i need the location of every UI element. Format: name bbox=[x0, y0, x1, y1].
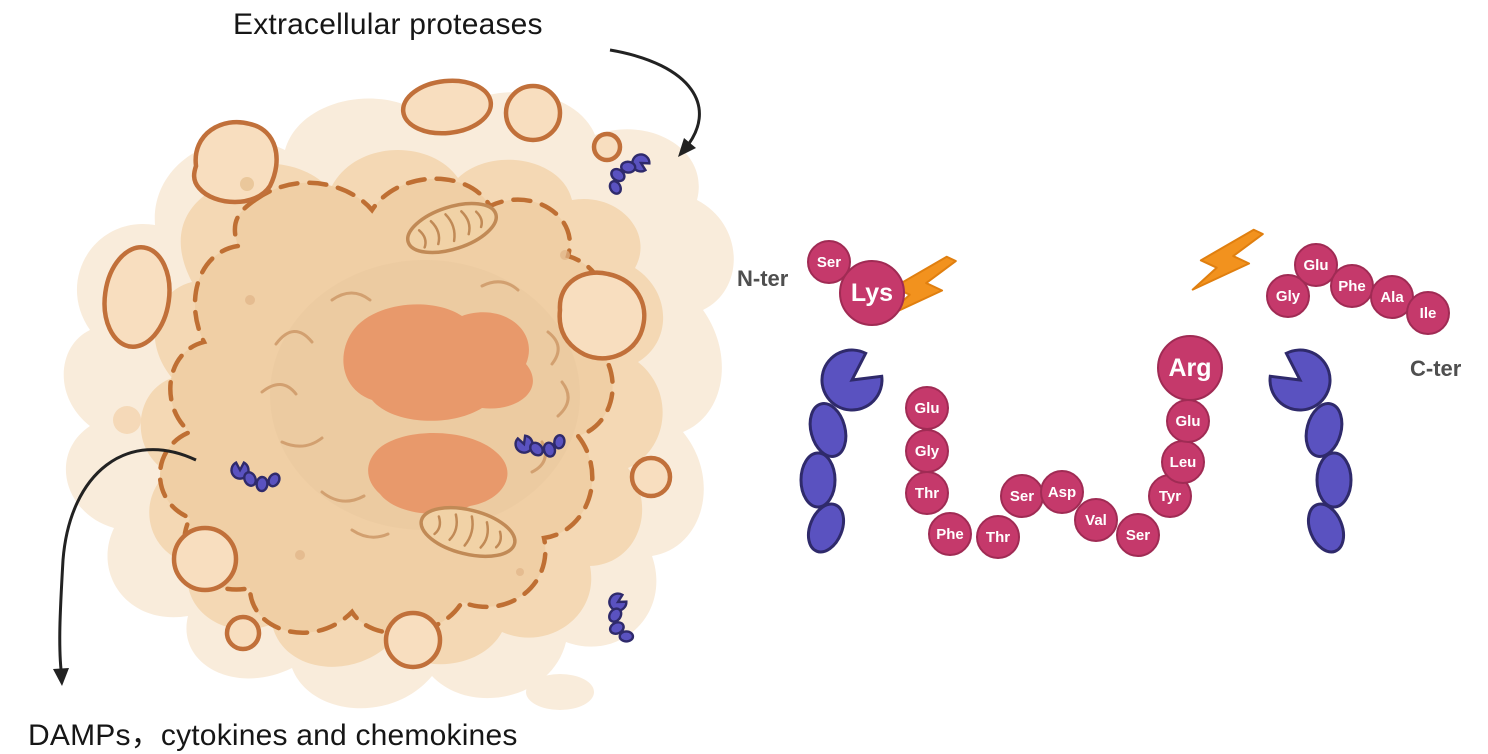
residue-circle: Ser bbox=[807, 240, 851, 284]
mitochondrion bbox=[406, 201, 498, 255]
residue-circle: Ser bbox=[1116, 513, 1160, 557]
cytoplasm-dots bbox=[245, 250, 570, 576]
residue-circle: Phe bbox=[1330, 264, 1374, 308]
protease-icon bbox=[799, 348, 884, 554]
vesicle bbox=[383, 610, 443, 670]
residue-circle: Glu bbox=[1166, 399, 1210, 443]
residue-circle: Thr bbox=[976, 515, 1020, 559]
vesicle bbox=[503, 83, 563, 143]
residue-circle: Ser bbox=[1000, 474, 1044, 518]
extracellular-proteases-label: Extracellular proteases bbox=[233, 8, 543, 41]
residue-circle: Gly bbox=[905, 429, 949, 473]
lightning-bolt-icon bbox=[1191, 228, 1264, 291]
vesicle bbox=[629, 455, 673, 499]
arrow-to-proteases bbox=[609, 48, 701, 157]
vesicle bbox=[557, 270, 647, 361]
residue-circle-cleavage: Lys bbox=[839, 260, 905, 326]
nucleus bbox=[343, 304, 533, 514]
vesicle-dot bbox=[240, 177, 254, 191]
pacman-protease-icon bbox=[1268, 348, 1332, 412]
residue-circle: Glu bbox=[905, 386, 949, 430]
mitochondrion bbox=[419, 505, 517, 559]
n-terminus-label: N-ter bbox=[737, 266, 789, 291]
vesicle bbox=[400, 78, 494, 136]
vesicle bbox=[191, 119, 279, 205]
damps-label: DAMPs，cytokines and chemokines bbox=[28, 719, 518, 752]
residue-circle: Asp bbox=[1040, 470, 1084, 514]
residue-circle: Phe bbox=[928, 512, 972, 556]
residue-circle: Val bbox=[1074, 498, 1118, 542]
vesicle bbox=[171, 525, 239, 593]
residue-circle: Leu bbox=[1161, 440, 1205, 484]
vesicle bbox=[224, 614, 262, 652]
residue-circle: Thr bbox=[905, 471, 949, 515]
protease-icon bbox=[1268, 348, 1353, 554]
arrow-to-damps bbox=[53, 448, 197, 686]
c-terminus-label: C-ter bbox=[1410, 356, 1462, 381]
vesicle bbox=[591, 131, 623, 163]
residue-circle: Ile bbox=[1406, 291, 1450, 335]
vesicles bbox=[102, 78, 673, 670]
pacman-protease-icon bbox=[820, 348, 884, 412]
residue-circle-cleavage: Arg bbox=[1157, 335, 1223, 401]
vesicle bbox=[102, 245, 172, 349]
